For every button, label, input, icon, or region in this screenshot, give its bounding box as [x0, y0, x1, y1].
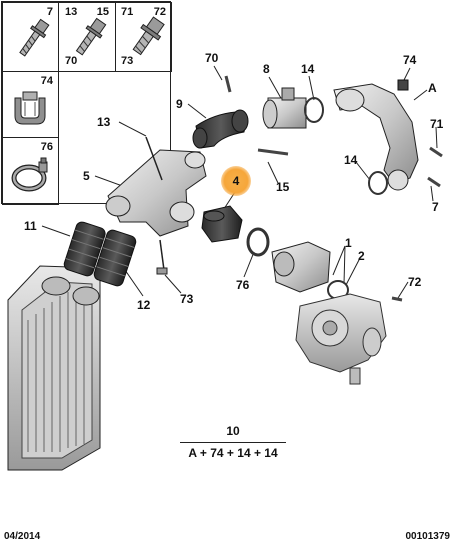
legend-cell-clamp-76: 76: [2, 137, 59, 205]
callout-15: 15: [276, 180, 290, 194]
legend-label-71: 71: [121, 6, 134, 18]
throttle-body-8: [262, 87, 324, 129]
legend-label-74: 74: [40, 75, 53, 87]
large-flange-bolt-icon: [132, 16, 165, 56]
kit-number: 10: [226, 424, 240, 438]
manifold-a: [333, 83, 419, 195]
legend-label-15: 15: [96, 6, 109, 18]
callout-70: 70: [205, 51, 219, 65]
bolt-70: [224, 75, 232, 93]
legend-label-76: 76: [40, 141, 53, 153]
callout-4: 4: [232, 174, 240, 188]
hose-11: [63, 221, 106, 277]
callout-72: 72: [408, 275, 422, 289]
kit-formula: 10 A + 74 + 14 + 14: [180, 424, 286, 460]
turbocharger: [295, 293, 387, 385]
callout-4-highlighted: 4: [221, 166, 251, 196]
legend-label-70: 70: [65, 55, 78, 67]
bolt-71: [429, 146, 443, 158]
callout-5: 5: [83, 169, 90, 183]
kit-contents: A + 74 + 14 + 14: [188, 446, 278, 460]
callout-74: 74: [403, 53, 417, 67]
callout-1: 1: [345, 236, 352, 250]
bolt-15: [257, 148, 289, 156]
callout-11: 11: [24, 219, 37, 233]
footer-date: 04/2014: [4, 531, 41, 542]
callout-9: 9: [176, 97, 183, 111]
flange-bolt-icon: [19, 18, 50, 57]
callout-14-top: 14: [301, 62, 315, 76]
legend-cell-bolt-71-72-73: 71 72 73: [115, 2, 172, 72]
fastener-legend-panel: 7 13 15 70: [1, 1, 172, 205]
callout-76: 76: [236, 278, 250, 292]
legend-label-7: 7: [46, 6, 53, 18]
turbo-inlet-1: [271, 241, 349, 300]
sleeve-4: [201, 205, 243, 243]
legend-label-72: 72: [153, 6, 166, 18]
clip-74: [397, 79, 409, 91]
bolt-72: [391, 296, 403, 302]
hose-clamp-icon: [11, 157, 48, 192]
retaining-clip-icon: [14, 91, 46, 125]
callout-71: 71: [430, 117, 444, 131]
bolt-7: [427, 176, 441, 188]
callout-13: 13: [97, 115, 111, 129]
callout-7: 7: [432, 200, 439, 214]
callout-12: 12: [137, 298, 151, 312]
callout-73: 73: [180, 292, 194, 306]
callout-a: A: [428, 81, 437, 95]
intake-pipe-5: [105, 136, 207, 275]
callout-8: 8: [263, 62, 270, 76]
hose-9: [192, 109, 249, 149]
callout-14-right: 14: [344, 153, 358, 167]
hex-bolt-icon: [75, 17, 107, 56]
intercooler: [7, 265, 101, 471]
footer-code: 00101379: [405, 531, 451, 542]
legend-label-13: 13: [65, 6, 78, 18]
hose-12: [93, 229, 137, 287]
clamp-76: [246, 227, 270, 257]
legend-label-73: 73: [121, 55, 134, 67]
callout-2: 2: [358, 249, 365, 263]
kit-rule: [180, 442, 286, 443]
